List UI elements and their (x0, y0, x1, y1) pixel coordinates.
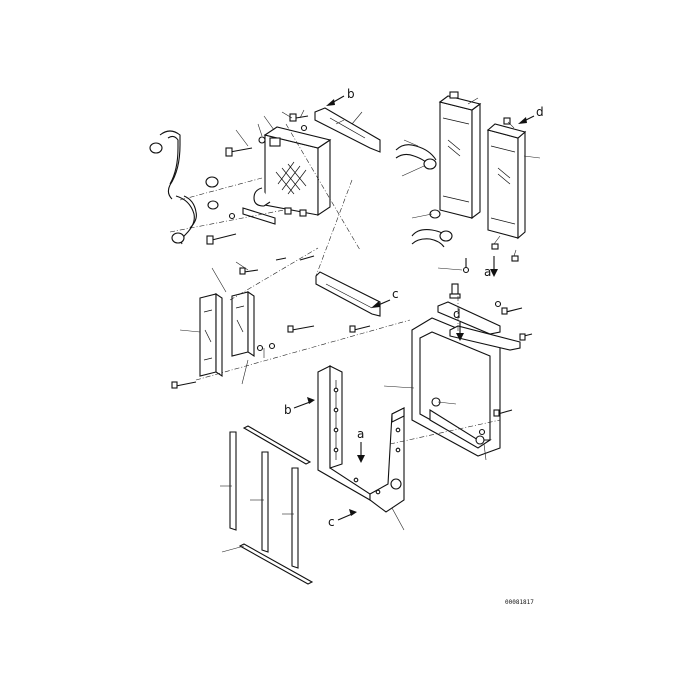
assembly-centerlines (169, 123, 501, 445)
radiator-top-bracket (314, 107, 381, 153)
fan-shroud-frame (411, 317, 501, 457)
radiator-bolts-bottom (206, 207, 276, 245)
ref-label-a-top: a (484, 265, 491, 279)
drawing-code: 00081817 (505, 599, 534, 606)
aftercooler-core-right (486, 123, 527, 240)
oil-cooler-left (199, 292, 223, 378)
aftercooler-hoses (395, 144, 453, 248)
middle-bolts (171, 255, 371, 389)
upper-radiator-hose (149, 130, 219, 200)
right-side-bolts (478, 300, 533, 436)
radiator-mounting-frame (317, 365, 405, 513)
ref-arrow-b-bottom (293, 397, 315, 409)
ref-arrow-c-mid (371, 299, 391, 308)
ref-arrow-a-top (490, 256, 498, 277)
radiator-bolts-top (225, 113, 309, 157)
ref-arrow-b-top (326, 95, 345, 106)
ref-arrow-c-bottom (337, 509, 357, 521)
ref-label-d-mid: d (453, 307, 461, 321)
aftercooler-fasteners (462, 117, 519, 274)
ref-label-b-top: b (347, 87, 355, 101)
oil-cooler-right (231, 290, 255, 358)
lower-radiator-hose (171, 195, 219, 245)
leader-lines (179, 97, 541, 553)
ref-arrow-a-bottom (357, 442, 365, 463)
middle-cross-bar (315, 271, 381, 317)
ref-label-c-bottom: c (328, 515, 335, 529)
ref-label-d-top: d (536, 105, 544, 119)
ref-arrow-d-top (518, 115, 535, 124)
aftercooler-core-left (438, 91, 482, 220)
ref-arrow-d-mid (456, 322, 464, 341)
ref-label-c-mid: c (392, 287, 399, 301)
ref-label-a-bottom: a (357, 427, 364, 441)
ref-label-b-bottom: b (284, 403, 292, 417)
radiator-assembly (253, 126, 332, 217)
seal-strips (229, 425, 314, 585)
